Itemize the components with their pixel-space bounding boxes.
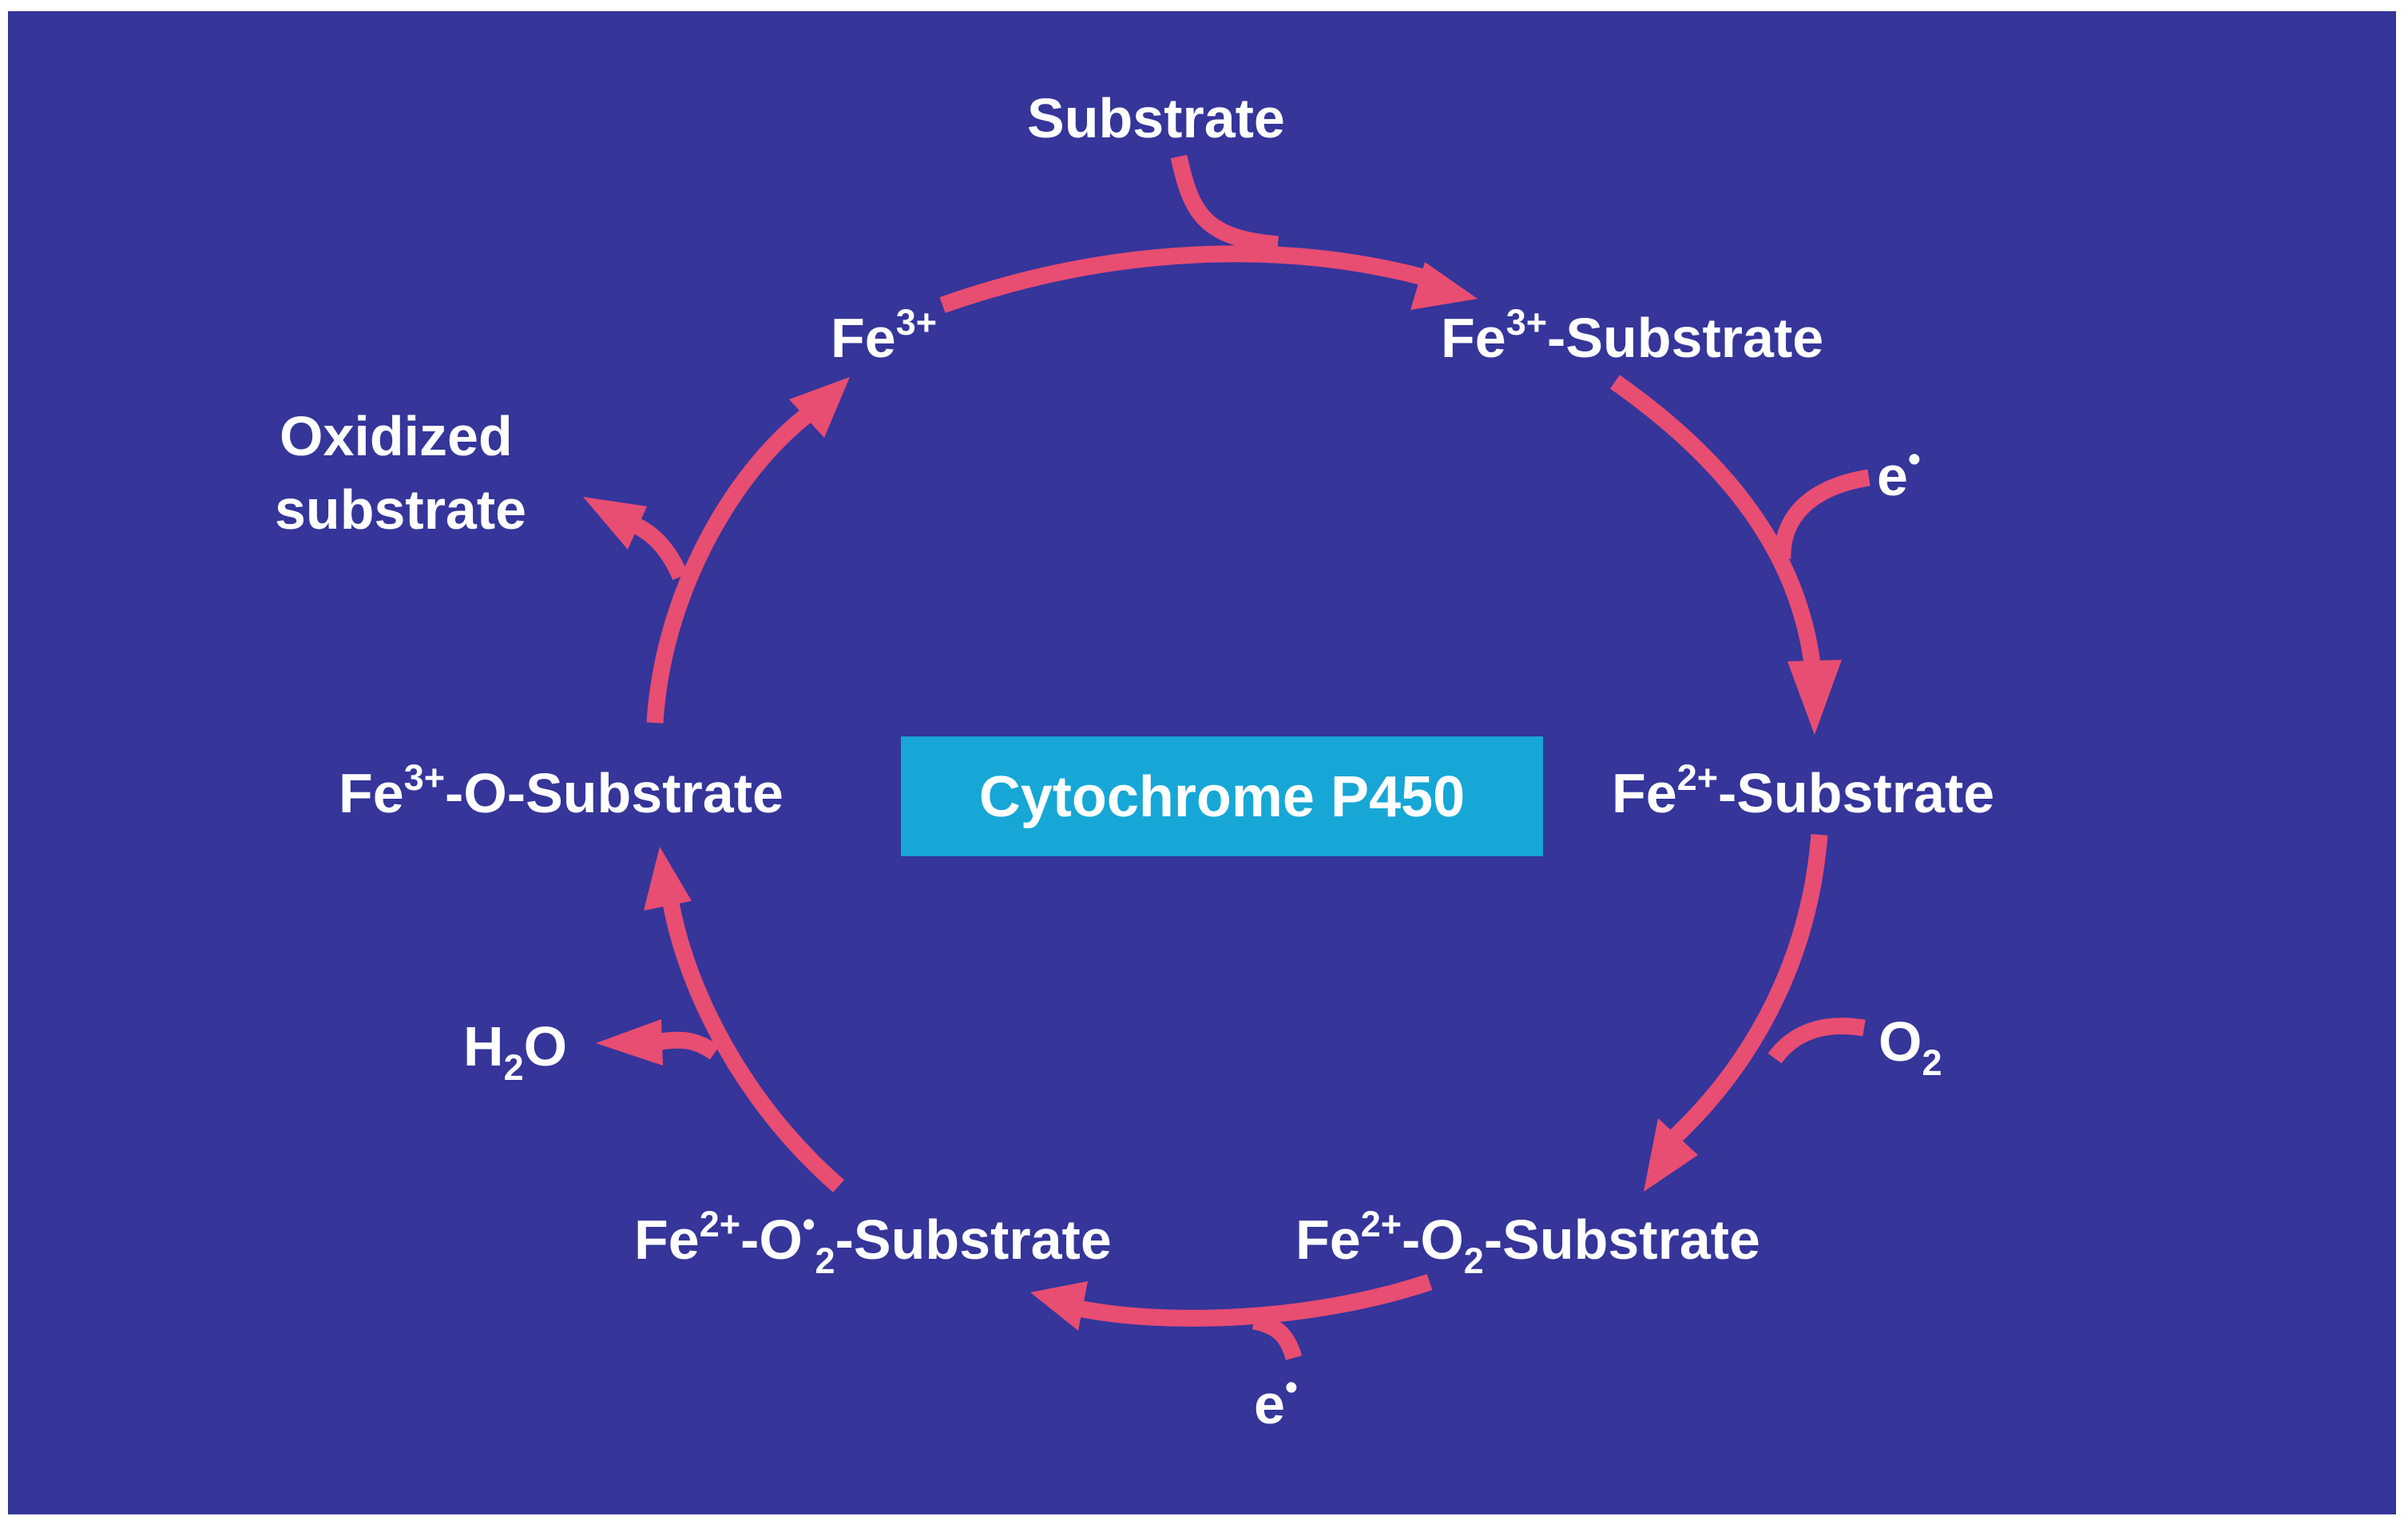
arrowhead-fe3-o-substrate [644, 847, 692, 911]
node-fe2-o2rad-substrate-rest: -Substrate [835, 1208, 1112, 1271]
arrow-electron-1-input [1774, 469, 1870, 560]
arrowhead-fe3-substrate [1410, 262, 1478, 310]
node-fe3: Fe3+ [831, 302, 937, 369]
node-fe3-o-substrate-rest: -O-Substrate [445, 762, 783, 824]
node-fe3-base: Fe [831, 307, 896, 369]
center-box-fill [901, 736, 1543, 856]
arrow-fe3-to-fe3-substrate [939, 245, 1440, 313]
input-electron-2-base: e [1254, 1373, 1285, 1435]
arrowhead-water [596, 1019, 663, 1066]
input-electron-1-base: e [1877, 445, 1908, 507]
arrowhead-fe3 [789, 377, 850, 438]
node-fe2-substrate-charge: 2+ [1677, 757, 1718, 798]
input-electron-1-radical: • [1908, 439, 1921, 479]
node-fe3-charge: 3+ [896, 302, 937, 343]
center-box-label: Cytochrome P450 [979, 765, 1465, 829]
output-oxidized-substrate-line1: Oxidized [280, 405, 513, 467]
arrowhead-fe2-o2-substrate [1644, 1118, 1698, 1192]
arrow-electron-2-input [1252, 1312, 1303, 1361]
arrow-fe3-substrate-to-fe2-substrate [1609, 375, 1822, 673]
arrow-fe3-o-substrate-to-fe3 [646, 408, 812, 724]
output-water-sub: 2 [504, 1047, 524, 1088]
node-fe2-o2-substrate-rest: -Substrate [1484, 1208, 1760, 1271]
arrow-fe2-o2rad-substrate-to-fe3-o-substrate [662, 901, 844, 1193]
arrowhead-fe2-o2rad-substrate [1030, 1281, 1088, 1331]
node-fe2-substrate-rest: -Substrate [1718, 762, 1994, 824]
input-substrate: Substrate [1027, 87, 1285, 149]
node-fe2-o2rad-substrate-radical: • [803, 1204, 815, 1244]
input-oxygen-sub: 2 [1922, 1042, 1942, 1083]
node-fe2-o2rad-substrate-base: Fe [634, 1208, 700, 1271]
node-fe3-o-substrate-base: Fe [339, 762, 404, 824]
node-fe2-o2-substrate-mid: -O [1402, 1208, 1464, 1271]
input-oxygen-base: O [1878, 1010, 1922, 1073]
node-fe3-o-substrate-charge: 3+ [404, 757, 445, 798]
node-fe2-o2-substrate-base: Fe [1295, 1208, 1361, 1271]
output-water: H2O [463, 1015, 567, 1088]
output-water-h: H [463, 1015, 504, 1078]
input-oxygen: O2 [1878, 1010, 1942, 1083]
node-fe2-substrate-base: Fe [1612, 762, 1677, 824]
arrowhead-fe2-substrate [1787, 660, 1842, 735]
node-fe3-substrate-base: Fe [1441, 307, 1506, 369]
arrowhead-oxidized-substrate [583, 497, 647, 550]
node-fe2-o2rad-substrate-mid: -O [740, 1208, 803, 1271]
center-box: Cytochrome P450 [901, 736, 1543, 856]
output-water-o: O [524, 1015, 567, 1078]
input-electron-2-radical: • [1285, 1367, 1298, 1407]
input-electron-1: e• [1877, 439, 1921, 507]
node-fe2-o2-substrate-sub: 2 [1464, 1240, 1484, 1281]
node-fe3-substrate-rest: -Substrate [1547, 307, 1823, 369]
node-fe3-substrate-charge: 3+ [1506, 302, 1547, 343]
output-oxidized-substrate: Oxidized substrate [275, 405, 528, 541]
input-electron-2: e• [1254, 1367, 1298, 1435]
node-fe2-o2rad-substrate-charge: 2+ [700, 1204, 740, 1244]
node-fe2-o2-substrate-charge: 2+ [1361, 1204, 1402, 1244]
output-oxidized-substrate-line2: substrate [275, 478, 526, 541]
arrow-oxygen-input [1767, 1018, 1866, 1064]
arrow-substrate-input [1170, 154, 1279, 253]
node-fe3-substrate: Fe3+-Substrate [1441, 302, 1823, 369]
arrow-fe2-o2-substrate-to-fe2-o2rad-substrate [1076, 1274, 1433, 1327]
node-fe2-o2rad-substrate: Fe2+-O•2-Substrate [634, 1204, 1112, 1281]
node-fe2-o2rad-substrate-sub: 2 [815, 1240, 835, 1281]
node-fe2-o2-substrate: Fe2+-O2-Substrate [1295, 1204, 1760, 1281]
node-fe2-substrate: Fe2+-Substrate [1612, 757, 1994, 824]
arrow-fe2-substrate-to-fe2-o2-substrate [1663, 834, 1828, 1149]
node-fe3-o-substrate: Fe3+-O-Substrate [339, 757, 783, 824]
arrow-oxidized-substrate-output [629, 516, 688, 581]
